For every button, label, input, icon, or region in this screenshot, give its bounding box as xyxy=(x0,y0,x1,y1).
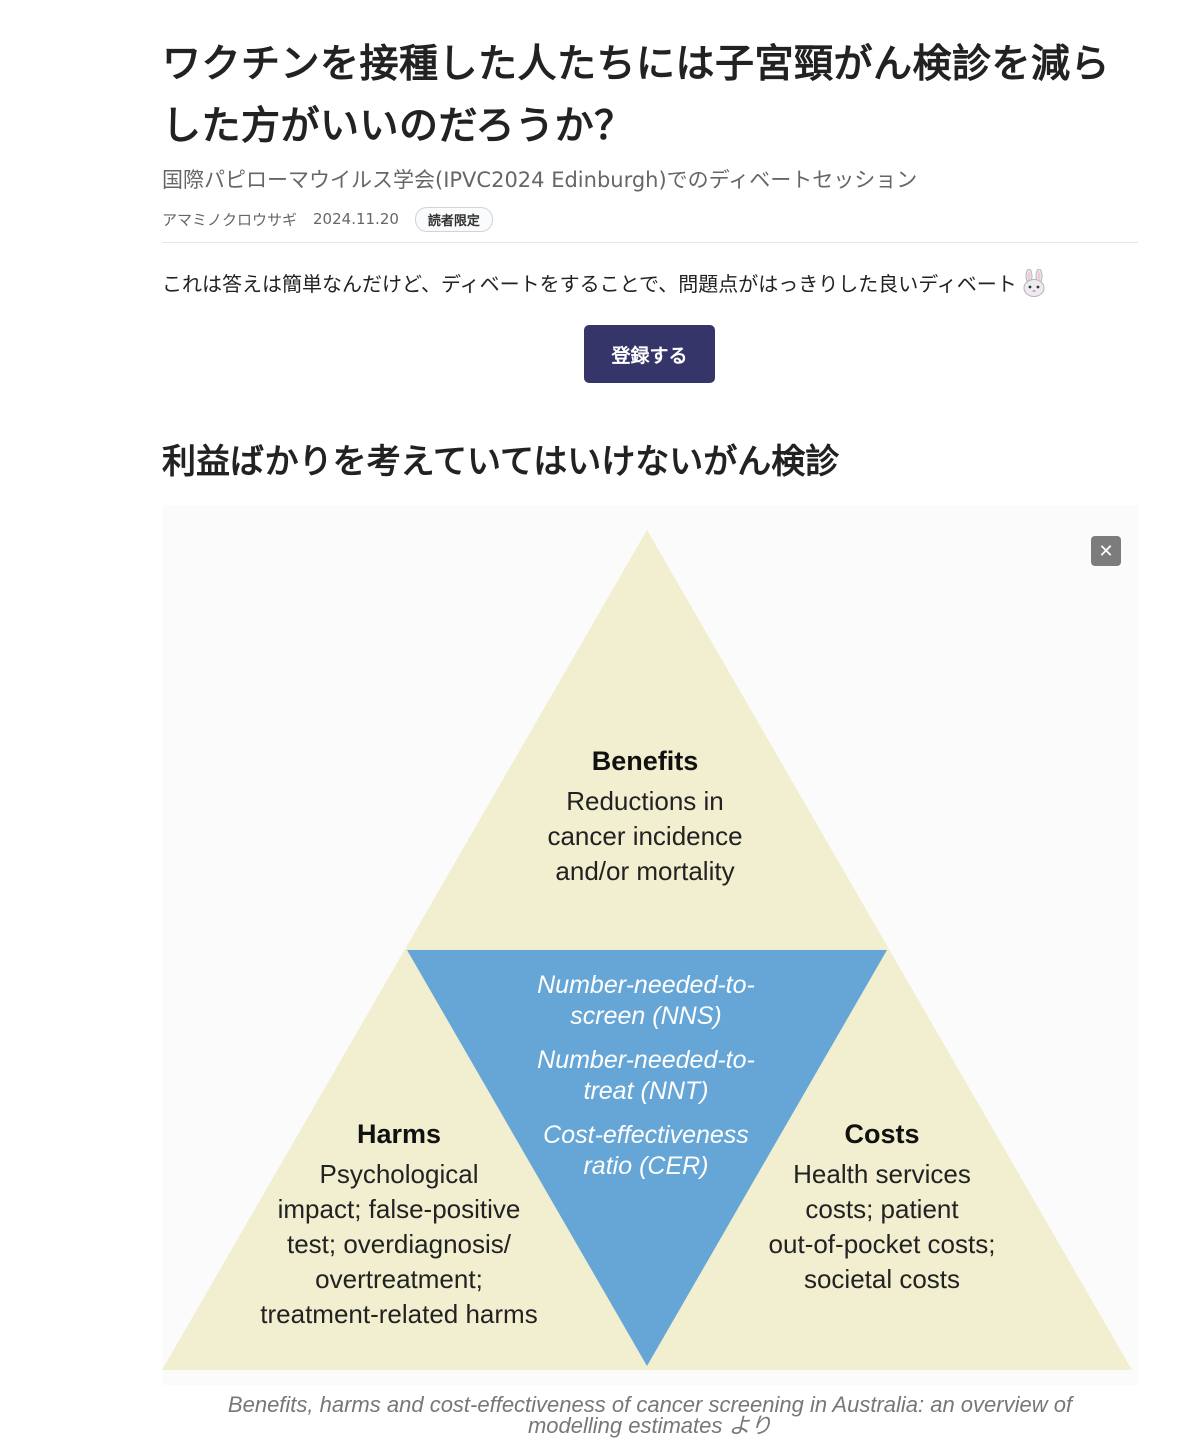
center-line-1: Number-needed-to- xyxy=(537,971,755,999)
costs-heading: Costs xyxy=(844,1119,919,1149)
benefits-line-3: and/or mortality xyxy=(555,856,734,886)
lead-text: これは答えは簡単なんだけど、ディベートをすることで、問題点がはっきりした良いディ… xyxy=(162,268,1047,297)
article-subtitle: 国際パピローマウイルス学会(IPVC2024 Edinburgh)でのディベート… xyxy=(162,168,918,192)
close-icon[interactable]: ✕ xyxy=(1091,536,1121,566)
center-line-2: screen (NNS) xyxy=(570,1002,721,1030)
caption-line-1: Benefits, harms and cost-effectiveness o… xyxy=(227,1392,1073,1417)
costs-line-1: Health services xyxy=(793,1159,971,1189)
author-name[interactable]: アマミノクロウサギ xyxy=(162,210,298,229)
rabbit-emoji-icon xyxy=(1021,268,1047,297)
center-line-3: Number-needed-to- xyxy=(537,1046,755,1074)
article-title: ワクチンを接種した人たちには子宮頸がん検診を減らした方がいいのだろうか？ xyxy=(162,42,1111,149)
center-line-5: Cost-effectiveness xyxy=(543,1121,749,1149)
article-meta: アマミノクロウサギ 2024.11.20 読者限定 xyxy=(162,206,493,232)
benefits-line-1: Reductions in xyxy=(566,786,724,816)
center-inverted-triangle xyxy=(407,950,887,1366)
outer-triangle xyxy=(162,530,1132,1370)
harms-line-4: overtreatment; xyxy=(315,1264,483,1294)
subscribe-button[interactable]: 登録する xyxy=(584,325,715,383)
harms-heading: Harms xyxy=(357,1119,441,1149)
members-only-badge: 読者限定 xyxy=(414,206,493,232)
publish-date: 2024.11.20 xyxy=(313,210,399,228)
figure-caption: Benefits, harms and cost-effectiveness o… xyxy=(170,1392,1130,1438)
center-line-6: ratio (CER) xyxy=(583,1152,708,1180)
benefits-line-2: cancer incidence xyxy=(547,821,742,851)
harms-line-2: impact; false-positive xyxy=(278,1194,521,1224)
harms-line-5: treatment-related harms xyxy=(260,1299,537,1329)
figure-background xyxy=(162,505,1138,1385)
harms-line-3: test; overdiagnosis/ xyxy=(287,1229,512,1259)
benefits-heading: Benefits xyxy=(592,746,699,776)
center-line-4: treat (NNT) xyxy=(584,1077,709,1105)
caption-line-2: modelling estimates より xyxy=(527,1413,773,1438)
lead-text-content: これは答えは簡単なんだけど、ディベートをすることで、問題点がはっきりした良いディ… xyxy=(162,272,1017,296)
costs-line-3: out-of-pocket costs; xyxy=(769,1229,996,1259)
harms-line-1: Psychological xyxy=(320,1159,479,1189)
costs-line-4: societal costs xyxy=(804,1264,960,1294)
section-heading: 利益ばかりを考えていてはいけないがん検診 xyxy=(162,442,840,482)
divider xyxy=(162,242,1138,243)
costs-line-2: costs; patient xyxy=(805,1194,959,1224)
